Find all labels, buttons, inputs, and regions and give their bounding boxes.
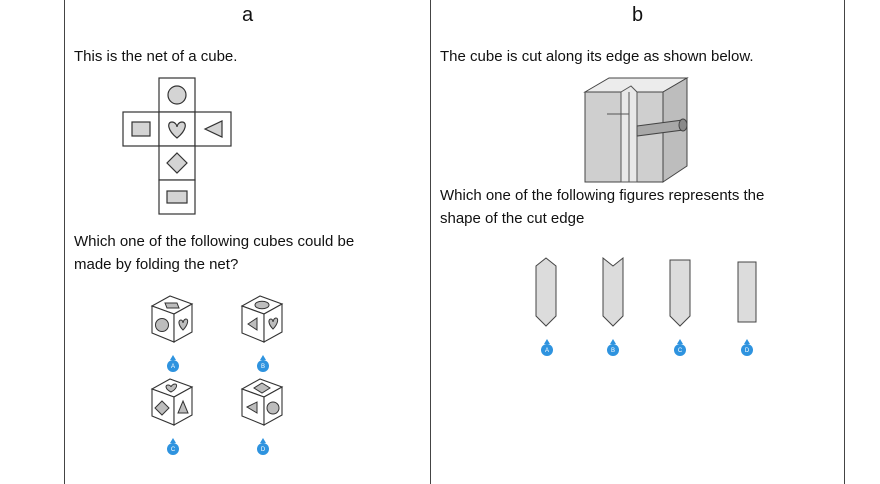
panel-a-question-line1: Which one of the following cubes could b… xyxy=(74,233,355,250)
option-b-label-b: B xyxy=(611,348,615,354)
panel-b: b The cube is cut along its edge as show… xyxy=(430,0,845,484)
option-b-pin-b[interactable]: B xyxy=(606,338,620,358)
option-a-label-b: A xyxy=(545,348,549,354)
option-c-label-b: C xyxy=(678,348,683,354)
square-symbol xyxy=(131,121,151,137)
triangle-symbol xyxy=(203,120,223,138)
panel-a-question-line2: made by folding the net? xyxy=(74,256,239,273)
option-a-pin-b[interactable]: A xyxy=(540,338,554,358)
option-a-edge-shape[interactable] xyxy=(534,256,558,328)
panel-b-intro: The cube is cut along its edge as shown … xyxy=(440,48,754,65)
option-b-pin[interactable]: B xyxy=(256,354,270,374)
cut-cube-illustration xyxy=(583,77,689,183)
option-c-edge-shape[interactable] xyxy=(668,256,692,328)
diamond-symbol xyxy=(166,152,188,174)
heart-symbol xyxy=(168,121,186,139)
option-a-label: A xyxy=(171,364,175,370)
option-a-pin[interactable]: A xyxy=(166,354,180,374)
circle-symbol xyxy=(167,85,187,105)
option-c-pin[interactable]: C xyxy=(166,437,180,457)
option-b-cube[interactable] xyxy=(239,294,285,344)
rectangle-symbol xyxy=(166,190,188,204)
panel-a: a This is the net of a cube. Which one o… xyxy=(64,0,430,484)
option-d-label: D xyxy=(261,447,266,453)
panel-a-header: a xyxy=(241,4,254,26)
option-b-label: B xyxy=(261,364,265,370)
option-c-label: C xyxy=(171,447,176,453)
option-b-edge-shape[interactable] xyxy=(601,256,625,328)
panel-b-question-line2: shape of the cut edge xyxy=(440,210,585,227)
option-c-cube[interactable] xyxy=(149,377,195,427)
option-c-pin-b[interactable]: C xyxy=(673,338,687,358)
panel-b-question-line1: Which one of the following figures repre… xyxy=(440,187,765,204)
panel-a-intro: This is the net of a cube. xyxy=(74,48,238,65)
option-d-pin-b[interactable]: D xyxy=(740,338,754,358)
cube-net xyxy=(122,77,232,215)
option-d-cube[interactable] xyxy=(239,377,285,427)
option-d-pin[interactable]: D xyxy=(256,437,270,457)
option-d-label-b: D xyxy=(745,348,750,354)
option-d-edge-shape[interactable] xyxy=(735,256,759,328)
option-a-cube[interactable] xyxy=(149,294,195,344)
panel-b-header: b xyxy=(631,4,644,26)
